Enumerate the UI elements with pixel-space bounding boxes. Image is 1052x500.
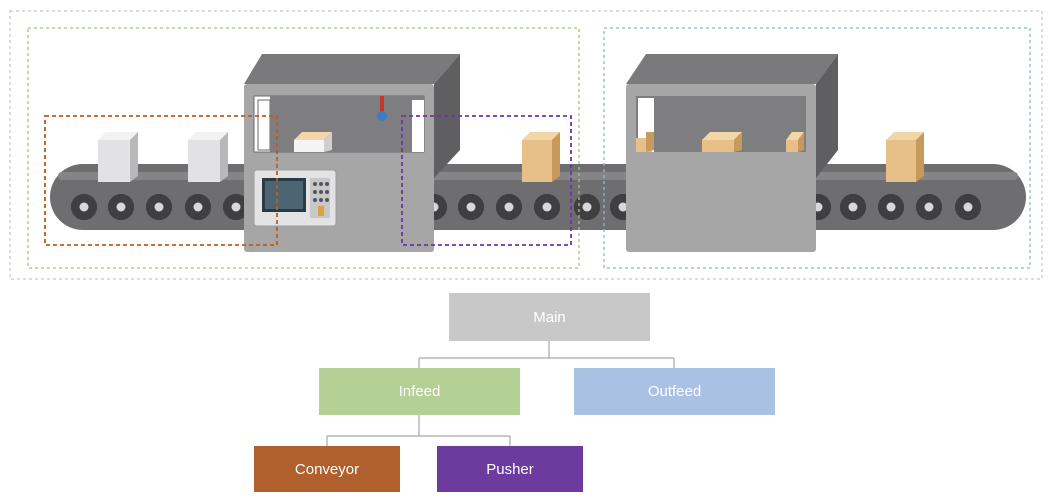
thermometer-icon (377, 96, 387, 121)
gear-icon (878, 194, 904, 220)
tan-box-3 (886, 132, 924, 182)
grey-box-1 (98, 132, 138, 182)
gear-icon (574, 194, 600, 220)
tree-connectors (326, 341, 675, 446)
pusher-region-box (401, 115, 572, 246)
gear-icon (185, 194, 211, 220)
gear-icon (108, 194, 134, 220)
control-panel (253, 169, 337, 227)
main-node-label: Main (533, 308, 566, 326)
tan-box-2 (522, 132, 560, 182)
outfeed-inner-box-center (702, 132, 742, 152)
pusher-node-label: Pusher (486, 460, 534, 478)
gear-icon (223, 194, 249, 220)
gear-icon (955, 194, 981, 220)
outfeed-node-label: Outfeed (647, 383, 702, 400)
conveyor-region-box (44, 115, 278, 246)
infeed-node-label: Infeed (398, 383, 441, 400)
infeed-node: Infeed (319, 368, 520, 415)
main-node: Main (449, 293, 650, 341)
gear-icon (71, 194, 97, 220)
conveyor-node: Conveyor (254, 446, 400, 492)
gear-icon (916, 194, 942, 220)
gear-icon (458, 194, 484, 220)
grey-box-2 (188, 132, 228, 182)
outfeed-region-box (603, 27, 1031, 269)
gear-icon (146, 194, 172, 220)
outfeed-machine (626, 54, 838, 252)
conveyor-node-label: Conveyor (294, 460, 360, 478)
outfeed-inner-box-right (786, 132, 804, 152)
pusher-node: Pusher (437, 446, 583, 492)
inner-box (294, 132, 332, 152)
gear-icon (840, 194, 866, 220)
outfeed-node: Outfeed (574, 368, 775, 415)
gear-icon (496, 194, 522, 220)
gear-icon (534, 194, 560, 220)
outer-frame (9, 10, 1043, 280)
outfeed-inner-box-left (636, 132, 654, 152)
